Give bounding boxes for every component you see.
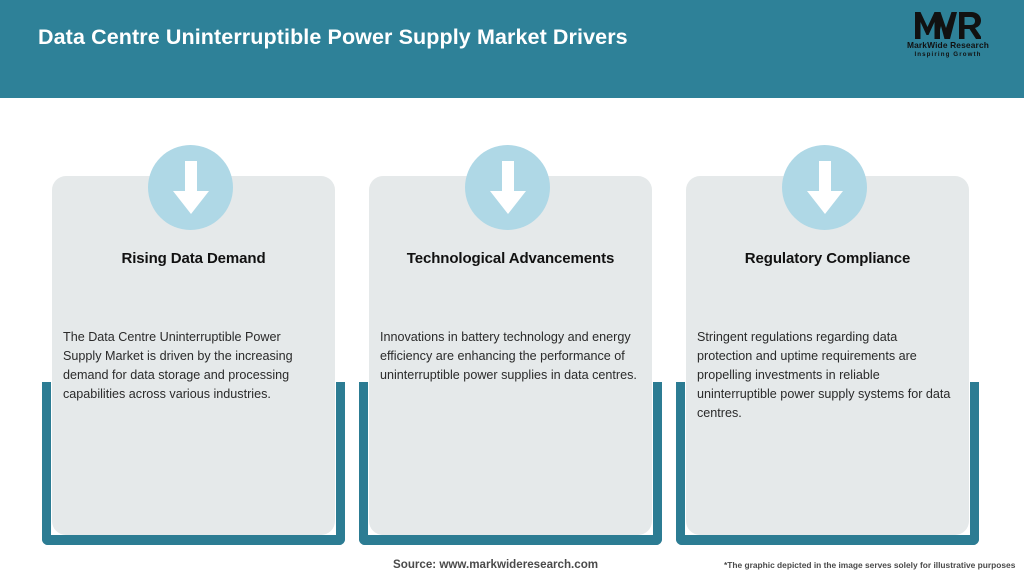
card-body-text: Innovations in battery technology and en… [380,330,637,382]
card-body-text: Stringent regulations regarding data pro… [697,330,951,420]
card-bracket-accent [359,382,662,545]
brand-logo: MarkWide Research Inspiring Growth [896,10,1000,62]
card-body-text: The Data Centre Uninterruptible Power Su… [63,330,293,401]
card-bracket-accent [42,382,345,545]
card-panel [686,176,969,535]
illustrative-disclaimer: *The graphic depicted in the image serve… [724,560,1016,570]
card-panel [369,176,652,535]
source-attribution: Source: www.markwideresearch.com [393,558,599,571]
driver-card-2: Technological Advancements Innovations i… [359,98,662,548]
mwr-logo-icon [896,10,1000,40]
driver-card-1: Rising Data Demand The Data Centre Unint… [42,98,345,548]
page-title: Data Centre Uninterruptible Power Supply… [38,25,628,49]
drivers-card-group: Rising Data Demand The Data Centre Unint… [0,98,1024,576]
driver-card-3: Regulatory Compliance Stringent regulati… [676,98,979,548]
down-arrow-icon [148,145,233,230]
header-bar: Data Centre Uninterruptible Power Supply… [0,0,1024,98]
logo-tagline: Inspiring Growth [914,51,982,58]
card-title: Regulatory Compliance [744,250,911,267]
down-arrow-icon [782,145,867,230]
logo-company-name: MarkWide Research [906,40,990,50]
card-title: Technological Advancements [406,250,615,267]
down-arrow-icon [465,145,550,230]
card-panel [52,176,335,535]
card-bracket-accent [676,382,979,545]
card-title: Rising Data Demand [121,250,266,267]
